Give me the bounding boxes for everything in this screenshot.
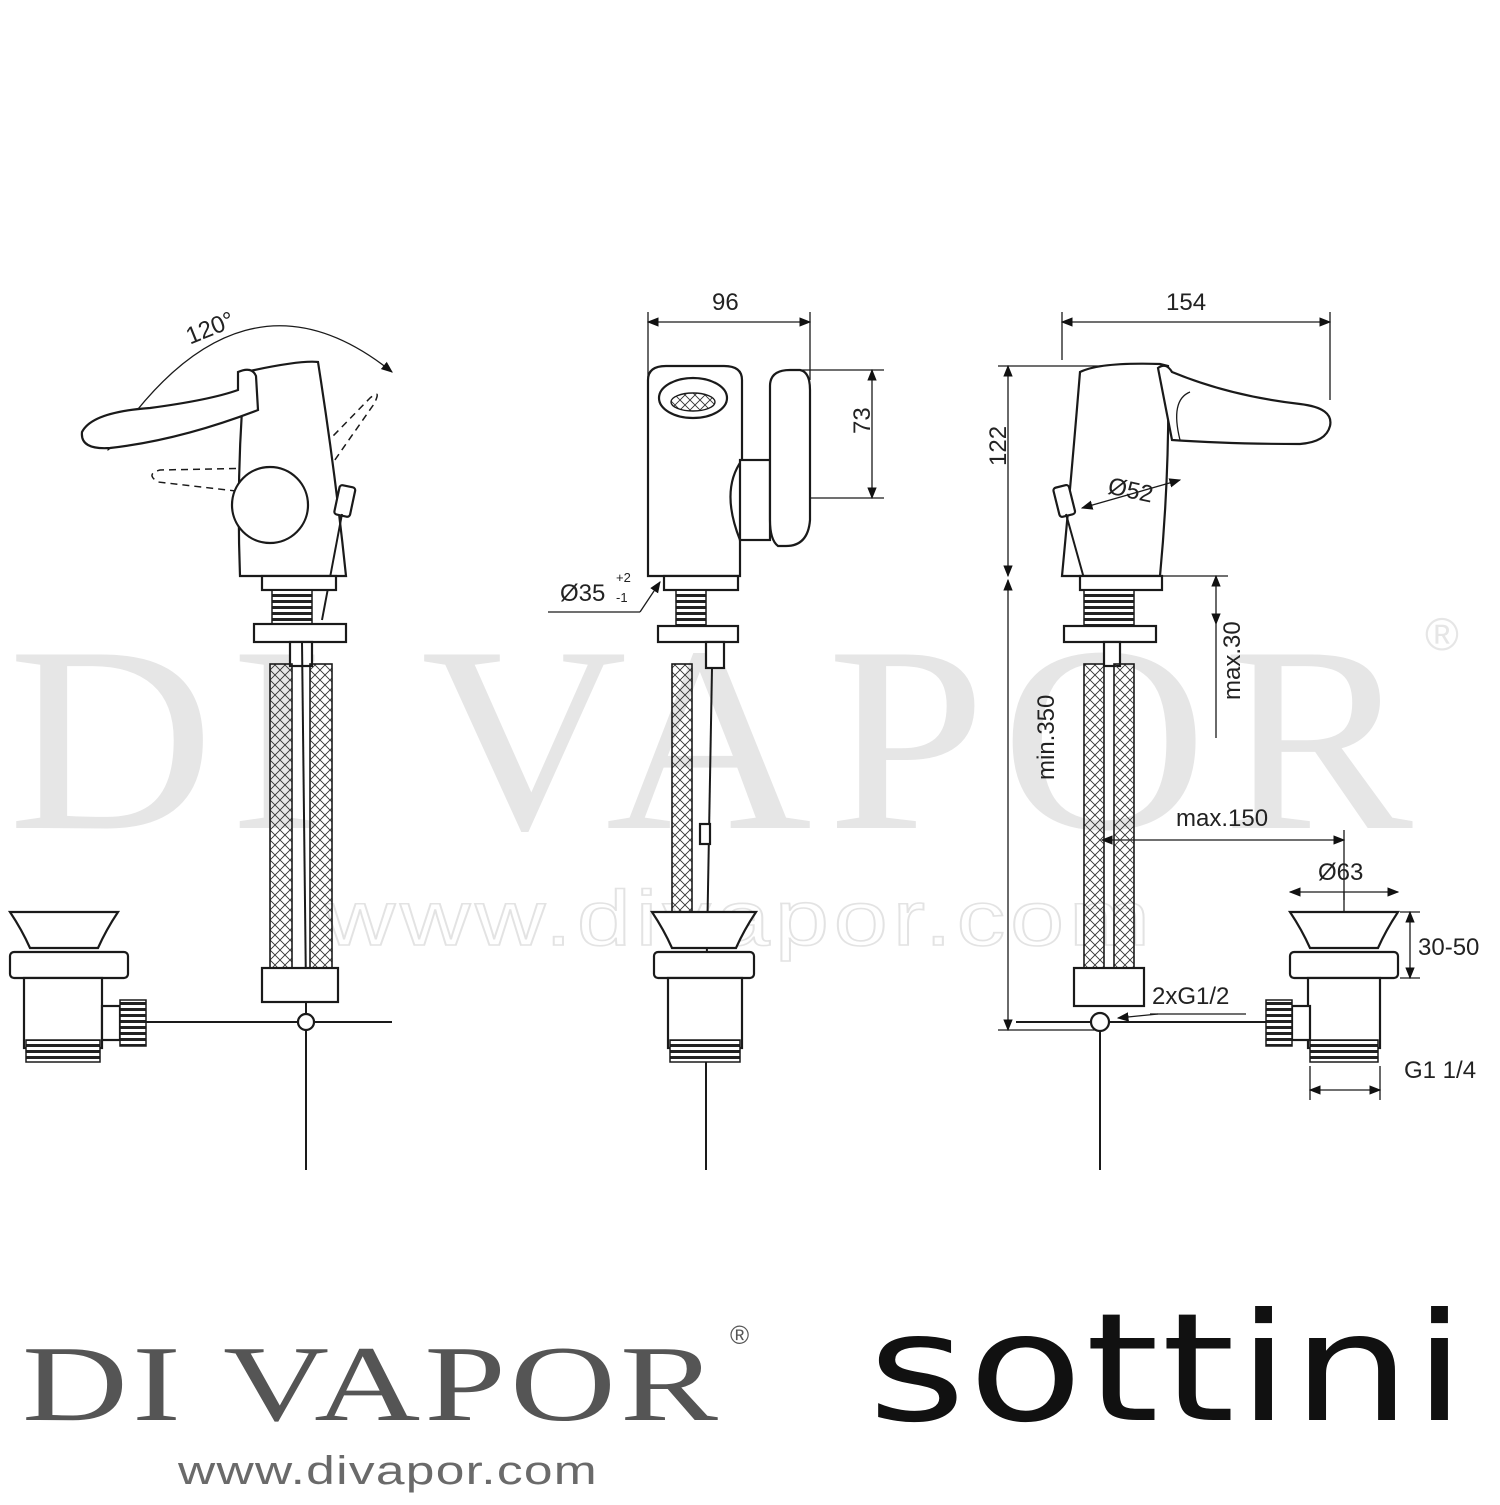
popup-rod-left xyxy=(321,513,343,621)
flex-hose-left-2 xyxy=(309,663,333,971)
tap-body-front xyxy=(646,364,744,578)
lever-handle-right xyxy=(1156,364,1332,446)
waste-thread-front xyxy=(669,1039,741,1063)
flex-hose-front xyxy=(671,663,693,915)
waste-thread-left xyxy=(25,1039,101,1063)
deck-plate-right xyxy=(1062,624,1158,644)
waste-body-right xyxy=(1306,976,1382,1050)
front-height-label: 73 xyxy=(849,407,876,434)
shank-thread-left xyxy=(271,589,313,625)
front-view: 96 73 Ø35 +2 -1 xyxy=(548,289,884,1170)
waste-cap-right xyxy=(1287,910,1401,950)
hose-fittings-right xyxy=(1072,966,1146,1008)
waste-cap-front xyxy=(649,910,759,950)
side-view-right: 154 122 Ø52 max.30 min.350 max.150 xyxy=(985,289,1479,1170)
shank-thread-right xyxy=(1083,589,1135,627)
hose-length-label: min.350 xyxy=(1033,695,1060,780)
divapor-registered-mark: ® xyxy=(730,1320,749,1350)
waste-body-left xyxy=(22,976,104,1050)
lever-ghost-lower xyxy=(151,467,263,495)
waste-nut-left xyxy=(119,999,147,1047)
popup-knob-right xyxy=(1052,484,1077,518)
cartridge-knob-left xyxy=(230,465,310,545)
sottini-logo-text: sottini xyxy=(868,1282,1468,1456)
waste-depth-label: 30-50 xyxy=(1418,934,1479,961)
lever-handle-front xyxy=(768,368,812,548)
cartridge-housing-front xyxy=(738,458,772,542)
linkage-clevis-left xyxy=(296,1012,316,1032)
flex-hose-right-1 xyxy=(1083,663,1105,971)
waste-body-front xyxy=(666,976,744,1050)
tap-base-right xyxy=(1078,574,1164,592)
rotation-arc xyxy=(107,325,393,451)
deck-plate-front xyxy=(656,624,740,644)
front-hole-tol-plus: +2 xyxy=(616,570,631,585)
hose-fittings-left xyxy=(260,966,340,1004)
waste-cap-left xyxy=(7,910,121,950)
flex-hose-right-2 xyxy=(1113,663,1135,971)
divapor-logo-text: DI VAPOR xyxy=(22,1325,722,1444)
waste-port-left xyxy=(100,1004,122,1042)
lever-handle-left xyxy=(80,368,260,450)
watermark-registered-mark: ® xyxy=(1425,608,1459,660)
flex-hose-left-1 xyxy=(269,663,293,971)
divapor-url: www.divapor.com xyxy=(177,1449,598,1493)
tap-body-right xyxy=(1060,362,1170,578)
rod-clip-front xyxy=(698,822,712,846)
hose-nut-front xyxy=(704,640,726,670)
aerator-mesh xyxy=(670,392,716,412)
tap-base-left xyxy=(260,574,338,592)
side-view-left: 120° xyxy=(7,307,393,1170)
deck-thickness-label: max.30 xyxy=(1219,621,1246,700)
shank-thread-front xyxy=(675,589,707,627)
waste-flange-left xyxy=(8,950,130,980)
waste-diameter-label: Ø63 xyxy=(1318,859,1363,886)
front-width-label: 96 xyxy=(712,289,739,316)
linkage-clevis-right xyxy=(1089,1011,1111,1033)
tap-base-front xyxy=(662,574,740,592)
popup-pull-rod-left xyxy=(301,641,307,991)
front-hole-tol-minus: -1 xyxy=(616,590,628,605)
dimension-diameter-52 xyxy=(1080,478,1182,510)
waste-thread-label: G1 1/4 xyxy=(1404,1057,1476,1084)
rotation-angle-label: 120° xyxy=(182,307,238,351)
hose-nut-left xyxy=(288,640,314,668)
deck-plate-left xyxy=(252,622,348,644)
offset-label: max.150 xyxy=(1176,805,1268,832)
waste-flange-front xyxy=(652,950,756,980)
footer-brands: DI VAPOR ® www.divapor.com sottini xyxy=(22,1282,1468,1493)
waste-thread-right xyxy=(1309,1039,1379,1063)
hose-nut-right xyxy=(1102,640,1122,668)
leader-line xyxy=(639,581,661,613)
side-height-label: 122 xyxy=(985,426,1012,466)
connection-label: 2xG1/2 xyxy=(1152,983,1229,1010)
front-hole-label: Ø35 xyxy=(560,580,605,607)
side-width-label: 154 xyxy=(1166,289,1206,316)
waste-port-right xyxy=(1290,1004,1312,1042)
leader-arrow xyxy=(1116,1012,1159,1022)
lever-ghost-upper xyxy=(298,393,378,486)
waste-flange-right xyxy=(1288,950,1400,980)
waste-nut-right xyxy=(1265,999,1293,1047)
lever-curve-detail xyxy=(1176,391,1191,441)
